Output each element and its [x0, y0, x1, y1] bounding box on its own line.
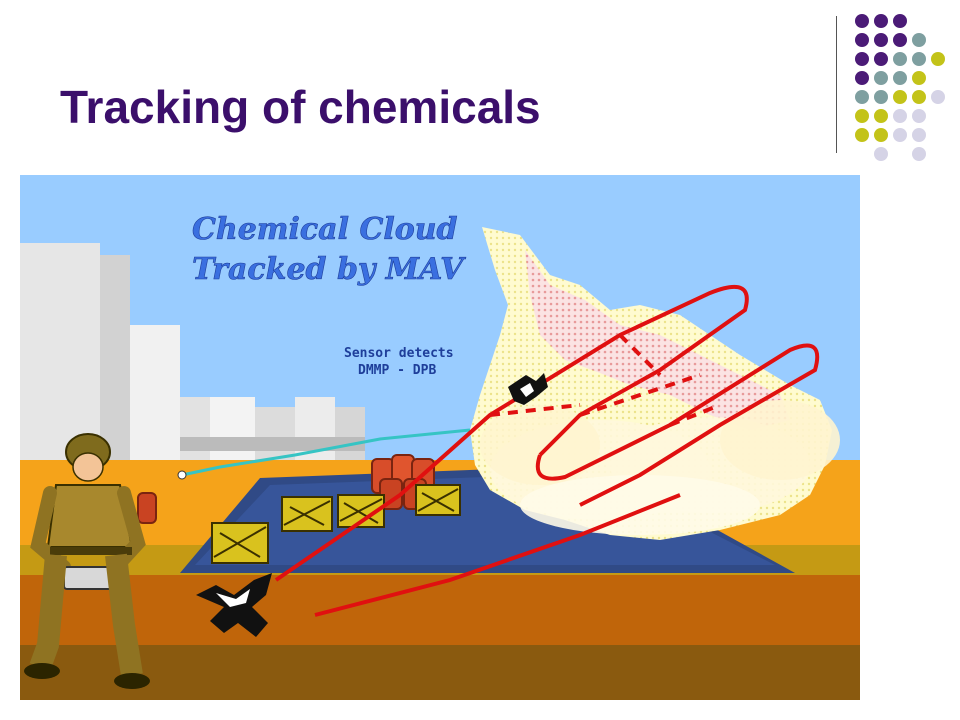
decor-dot: [912, 52, 926, 66]
decor-dot: [855, 33, 869, 47]
sensor-label-line1: Sensor detects: [344, 346, 454, 361]
ground-near: [20, 575, 860, 645]
decor-dot: [874, 33, 888, 47]
decor-dot: [912, 109, 926, 123]
decor-dot: [874, 90, 888, 104]
cloud-caption-line2: Tracked by MAV: [192, 252, 466, 287]
decor-dot: [931, 90, 945, 104]
decor-dot: [893, 128, 907, 142]
decor-dot: [874, 147, 888, 161]
decor-dot: [912, 128, 926, 142]
decor-dot: [855, 71, 869, 85]
decor-dot: [855, 90, 869, 104]
decor-dot: [855, 128, 869, 142]
decor-dot: [855, 109, 869, 123]
decor-dot: [855, 14, 869, 28]
soldier-operator: [24, 433, 150, 689]
control-link-line: [181, 428, 471, 477]
decor-dot: [874, 52, 888, 66]
decor-dot: [912, 71, 926, 85]
decor-dot: [893, 52, 907, 66]
mav-aircraft-far-icon: [508, 373, 548, 405]
control-antenna-tip: [177, 470, 187, 480]
decor-dot: [893, 14, 907, 28]
cloud-caption-line1: Chemical Cloud: [192, 212, 458, 247]
decor-dot: [912, 90, 926, 104]
slide-title: Tracking of chemicals: [60, 81, 541, 133]
decor-dot: [874, 71, 888, 85]
chemical-cloud: [470, 227, 840, 540]
decor-dot: [855, 52, 869, 66]
decor-dot: [874, 128, 888, 142]
ground-front: [20, 645, 860, 700]
decor-dot: [893, 33, 907, 47]
decorative-dot-grid: [852, 14, 952, 161]
decor-dot: [874, 109, 888, 123]
chemical-cloud-tracking-illustration: Chemical Cloud Tracked by MAV Sensor det…: [20, 175, 860, 700]
mav-aircraft-near-icon: [196, 573, 272, 637]
decor-dot: [893, 109, 907, 123]
sensor-label-line2: DMMP - DPB: [358, 363, 436, 378]
decor-dot: [912, 33, 926, 47]
decor-dot: [912, 147, 926, 161]
decor-dot: [874, 14, 888, 28]
decor-dot: [893, 90, 907, 104]
decor-dot: [931, 52, 945, 66]
mav-flight-path: [274, 284, 820, 617]
header-divider: [836, 16, 837, 153]
decor-dot: [893, 71, 907, 85]
